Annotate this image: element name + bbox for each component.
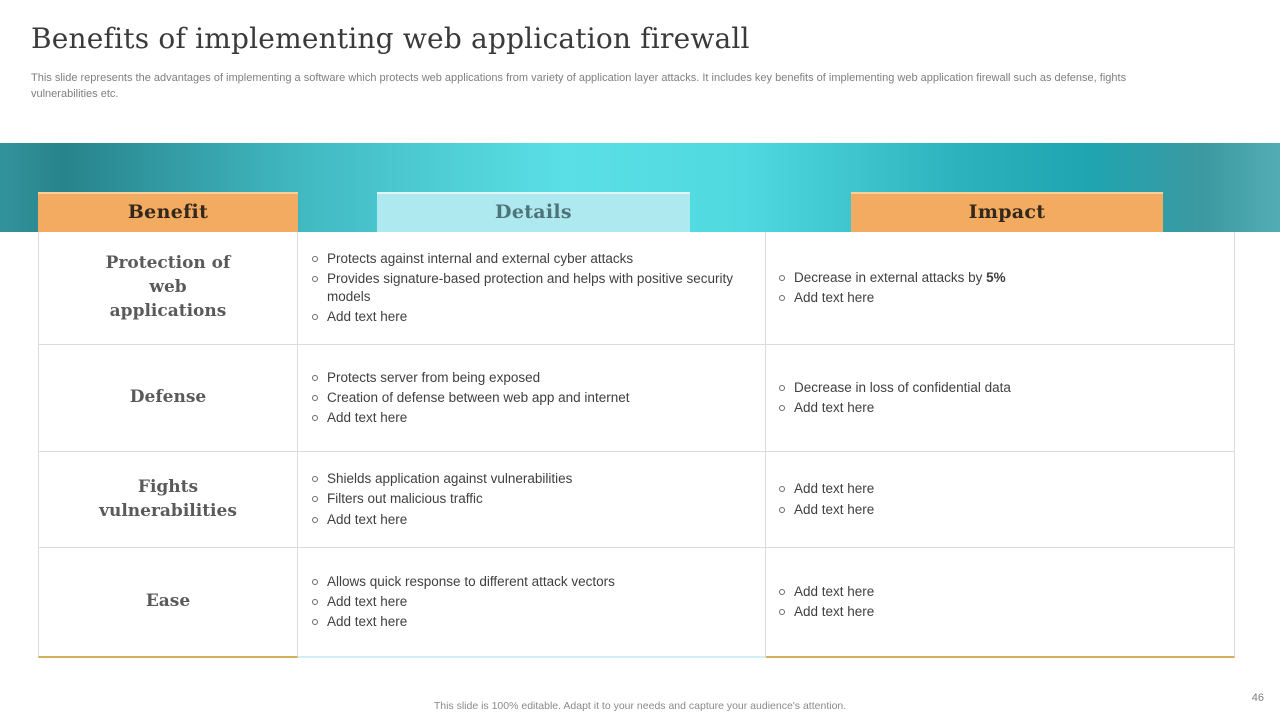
bullet-marker [779, 486, 785, 493]
bullet-item: Add text here [779, 399, 1224, 417]
bullet-text: Protects server from being exposed [327, 369, 541, 385]
bullet-marker [312, 516, 318, 523]
bullet-marker [779, 609, 785, 615]
bullet-marker [779, 506, 785, 513]
table-row: Protection of web applications Protects … [38, 232, 1235, 345]
bullet-text: Add text here [794, 604, 875, 619]
bullet-item: Add text here [779, 583, 1224, 601]
impact-cell: Decrease in external attacks by 5% Add te… [766, 232, 1235, 344]
column-header-details-label: Details [495, 201, 572, 223]
bullet-text: Filters out malicious traffic [327, 491, 483, 507]
bullet-item: Add text here [312, 308, 755, 326]
bullet-marker [312, 476, 318, 483]
bullet-marker [779, 588, 785, 595]
bullet-item: Add text here [779, 289, 1224, 307]
bullet-item: Add text here [312, 613, 755, 631]
benefit-label: Protection of web applications [105, 253, 231, 321]
benefits-table: Protection of web applications Protects … [38, 232, 1235, 658]
column-header-impact: Impact [851, 192, 1163, 232]
bullet-text: Shields application against vulnerabilit… [327, 471, 573, 487]
table-row: Ease Allows quick response to different … [38, 548, 1235, 658]
bullet-item: Add text here [779, 603, 1224, 621]
bullet-text: Provides signature-based protection and … [327, 270, 733, 304]
benefit-label: Fights vulnerabilities [99, 476, 237, 521]
details-cell: Allows quick response to different attac… [298, 548, 766, 658]
bullet-marker [312, 578, 318, 585]
bullet-text: Add text here [327, 614, 408, 630]
details-cell: Protects against internal and external c… [298, 232, 766, 344]
bullet-item: Filters out malicious traffic [312, 490, 755, 508]
bullet-text: Add text here [794, 501, 875, 517]
bullet-marker [312, 374, 318, 381]
bullet-text: Add text here [794, 481, 875, 497]
benefit-cell: Protection of web applications [38, 232, 298, 344]
bullet-text: Add text here [794, 400, 875, 415]
bullet-marker [312, 496, 318, 503]
bullet-marker [312, 415, 318, 422]
bullet-item: Add text here [312, 593, 755, 611]
bullet-text: Add text here [327, 511, 408, 527]
bullet-item: Add text here [779, 480, 1224, 498]
bullet-item: Protects server from being exposed [312, 369, 755, 387]
column-header-benefit: Benefit [38, 192, 298, 232]
bullet-marker [312, 394, 318, 401]
bullet-item: Decrease in external attacks by 5% [779, 269, 1224, 287]
benefit-label: Ease [145, 591, 191, 612]
page-number: 46 [1251, 692, 1264, 704]
benefit-label: Defense [129, 387, 207, 408]
column-header-benefit-label: Benefit [127, 201, 209, 223]
bullet-marker [312, 598, 318, 605]
bullet-marker [312, 275, 318, 282]
bullet-item: Shields application against vulnerabilit… [312, 470, 755, 488]
column-header-details: Details [377, 192, 690, 232]
page-title: Benefits of implementing web application… [31, 22, 750, 55]
bullet-text: Allows quick response to different attac… [327, 573, 615, 589]
bullet-item: Add text here [779, 501, 1224, 519]
bullet-marker [312, 314, 318, 321]
bullet-item: Decrease in loss of confidential data [779, 379, 1224, 397]
bullet-marker [779, 274, 785, 281]
bullet-item: Protects against internal and external c… [312, 250, 755, 268]
bullet-text: Add text here [794, 290, 875, 305]
bullet-item: Add text here [312, 409, 755, 427]
bullet-marker [779, 384, 785, 391]
bullet-item: Add text here [312, 511, 755, 529]
bullet-text: Creation of defense between web app and … [327, 389, 630, 405]
bullet-text: Protects against internal and external c… [327, 250, 634, 266]
benefit-cell: Ease [38, 548, 298, 658]
table-row: Fights vulnerabilities Shields applicati… [38, 452, 1235, 548]
details-cell: Shields application against vulnerabilit… [298, 452, 766, 547]
benefit-cell: Fights vulnerabilities [38, 452, 298, 547]
bullet-marker [312, 619, 318, 626]
footer-note: This slide is 100% editable. Adapt it to… [433, 700, 847, 712]
bullet-text: Add text here [327, 593, 408, 609]
bullet-item: Provides signature-based protection and … [312, 270, 755, 306]
bullet-marker [779, 405, 785, 411]
bullet-item: Allows quick response to different attac… [312, 573, 755, 591]
benefit-cell: Defense [38, 345, 298, 451]
slide-description: This slide represents the advantages of … [31, 72, 1127, 101]
bullet-text: Add text here [327, 309, 408, 325]
bullet-marker [312, 255, 318, 262]
bullet-text: Add text here [794, 583, 875, 599]
bullet-item: Creation of defense between web app and … [312, 389, 755, 407]
bullet-marker [779, 295, 785, 301]
bullet-text: Add text here [327, 410, 408, 426]
table-row: Defense Protects server from being expos… [38, 345, 1235, 452]
column-header-impact-label: Impact [968, 201, 1046, 223]
bullet-text: Decrease in loss of confidential data [794, 379, 1011, 395]
bullet-text: Decrease in external attacks by 5% [794, 269, 1006, 285]
